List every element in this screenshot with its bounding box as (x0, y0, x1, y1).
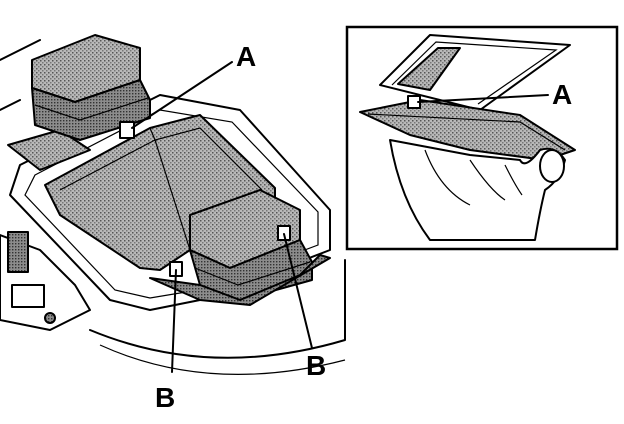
leader-a (131, 61, 233, 129)
inset-view: A (345, 25, 619, 251)
roof-shade (397, 47, 461, 91)
headliner-curve (89, 259, 346, 359)
clip-b-right (277, 225, 291, 241)
headliner-edge (0, 39, 41, 111)
callout-a: A (236, 41, 256, 72)
inset-callout-a: A (552, 79, 572, 110)
base-plate (149, 254, 331, 306)
roof-opening (379, 34, 571, 111)
leader-b-right (283, 233, 313, 349)
left-bracket-plate (7, 129, 91, 171)
callout-b-right: B (306, 350, 326, 381)
switch-screw (44, 312, 56, 324)
clip-a (119, 121, 135, 139)
main-view: A B B (0, 34, 346, 413)
callout-b-left: B (155, 382, 175, 413)
switch-block (11, 284, 45, 308)
thumbnail (539, 149, 565, 183)
headliner-curve-2 (99, 344, 346, 375)
inset-leader-a (417, 94, 549, 103)
switch-knob (7, 231, 29, 273)
leader-b-left (171, 269, 177, 373)
